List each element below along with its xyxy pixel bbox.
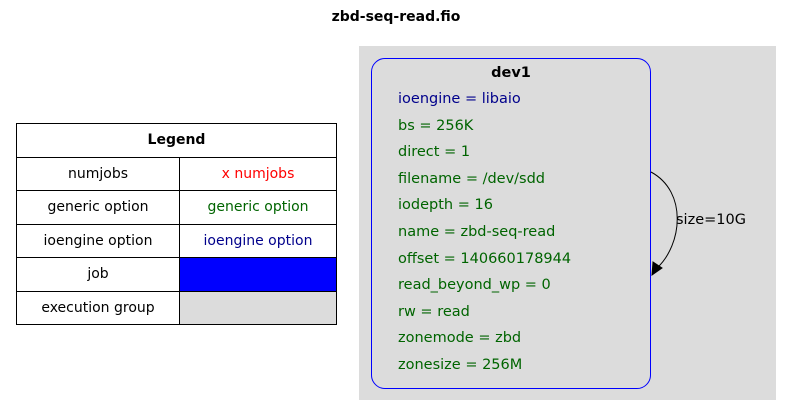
legend-sample: ioengine option <box>179 223 337 258</box>
node-attribute: bs = 256K <box>398 117 474 134</box>
legend-label: numjobs <box>16 156 180 191</box>
edge-path <box>650 171 678 269</box>
node-attribute: direct = 1 <box>398 144 471 161</box>
legend-row: job <box>16 257 337 292</box>
node-attribute: iodepth = 16 <box>398 197 493 214</box>
legend-swatch-job <box>179 257 337 292</box>
legend-label: execution group <box>16 290 180 325</box>
node-title: dev1 <box>491 65 531 81</box>
node-attribute: ioengine = libaio <box>398 91 521 107</box>
node-attribute: read_beyond_wp = 0 <box>398 277 551 294</box>
graph-title: zbd-seq-read.fio <box>331 9 461 25</box>
node-attribute: name = zbd-seq-read <box>398 224 556 240</box>
node-attribute: zonemode = zbd <box>398 330 522 347</box>
legend-label: generic option <box>16 190 180 225</box>
node-attribute: zonesize = 256M <box>398 357 523 373</box>
legend-sample: generic option <box>179 190 337 225</box>
legend-swatch-group <box>179 290 337 325</box>
node-attribute: offset = 140660178944 <box>398 250 572 267</box>
legend-row: execution group <box>16 290 337 325</box>
legend-label: job <box>16 257 180 292</box>
execution-group-cluster <box>359 46 776 400</box>
edge-label: size=10G <box>676 212 746 228</box>
legend-sample: x numjobs <box>179 156 337 191</box>
arrowhead-icon <box>651 261 663 277</box>
node-attribute: filename = /dev/sdd <box>398 170 546 187</box>
node-attribute: rw = read <box>398 303 470 320</box>
legend-header: Legend <box>16 123 337 158</box>
job-node <box>371 58 651 389</box>
